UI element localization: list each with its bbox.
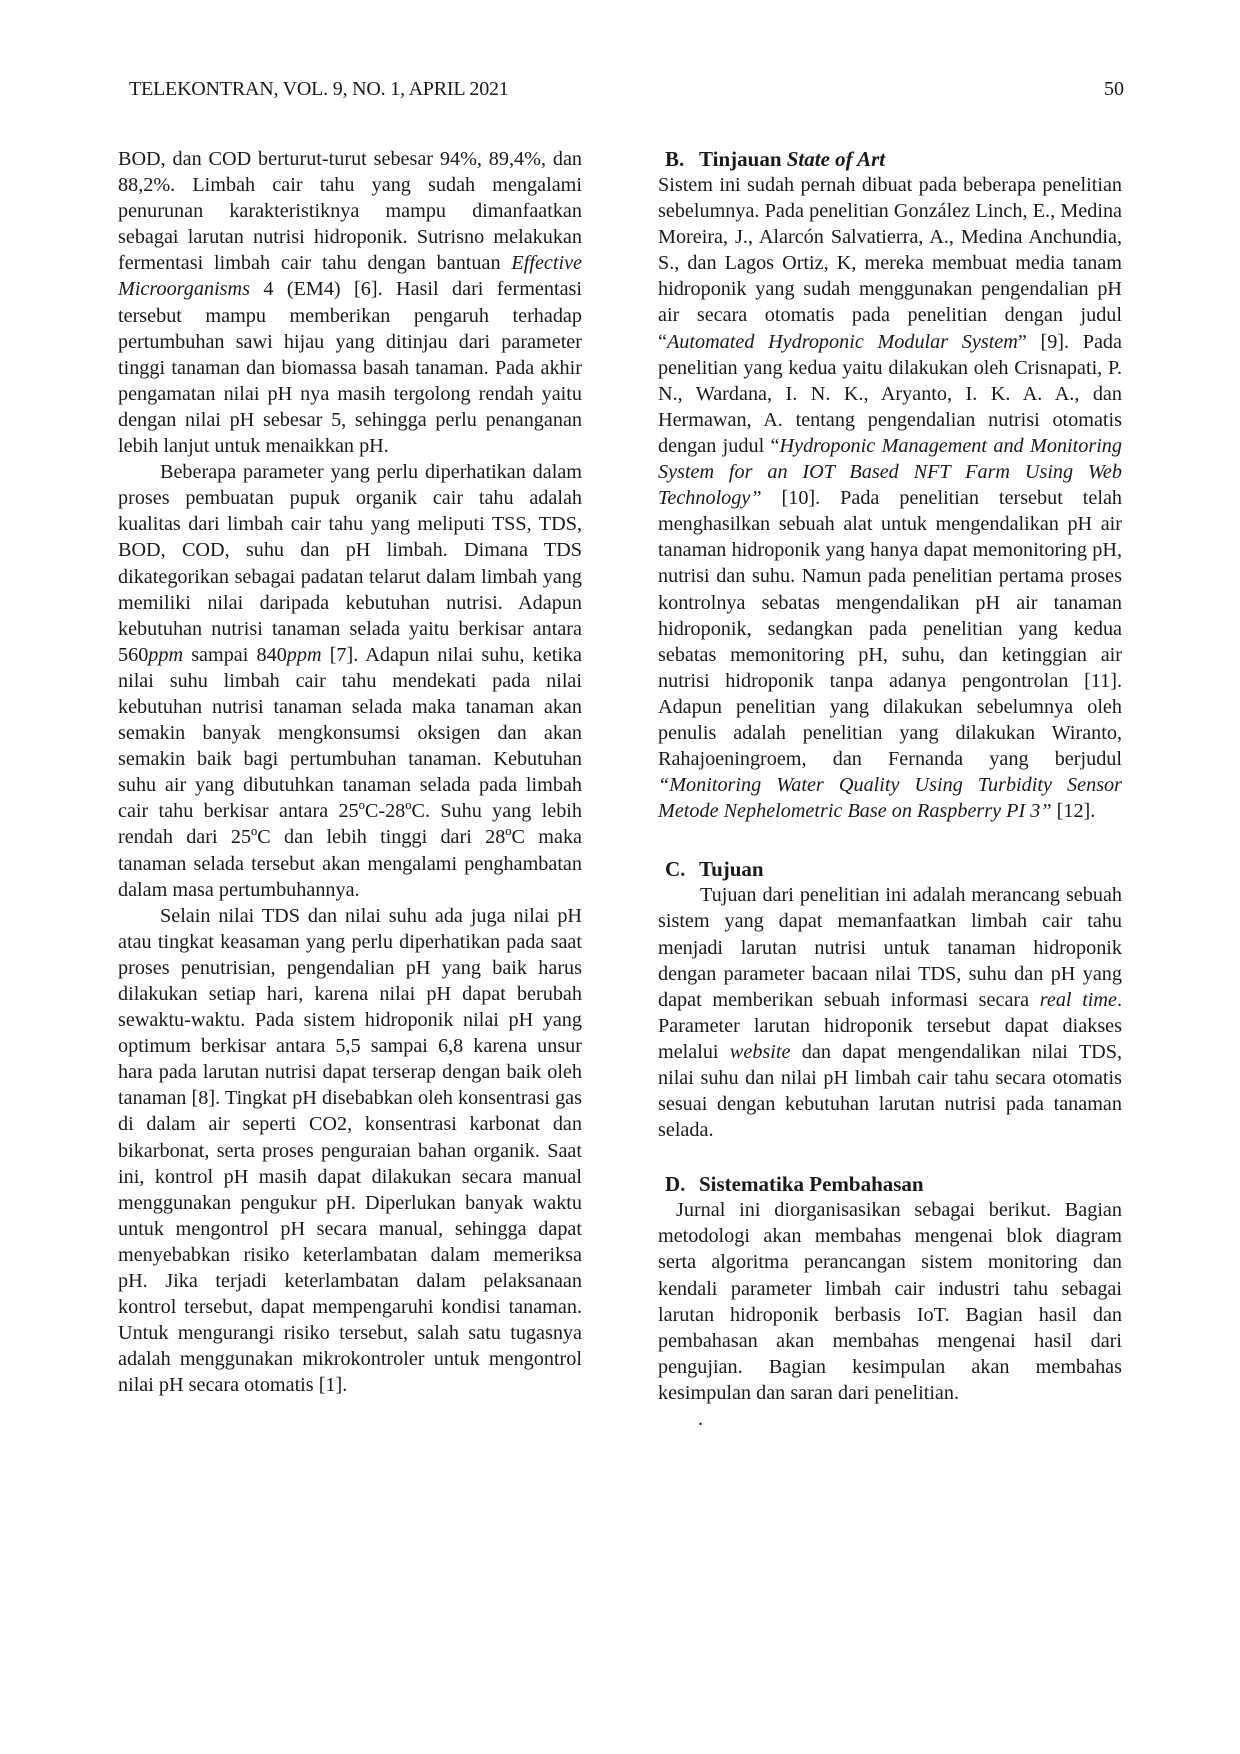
section-heading-b: B.Tinjauan State of Art [665, 147, 886, 171]
right-column: B.Tinjauan State of Art Sistem ini sudah… [658, 146, 1122, 1432]
left-column: BOD, dan COD berturut-turut sebesar 94%,… [118, 146, 582, 1399]
running-header: TELEKONTRAN, VOL. 9, NO. 1, APRIL 2021 5… [129, 74, 1124, 104]
paragraph-sistematika: Jurnal ini diorganisasikan sebagai berik… [658, 1199, 1122, 1404]
paragraph-state-of-art: Sistem ini sudah pernah dibuat pada bebe… [658, 174, 1122, 823]
italic-unit: ppm [148, 643, 184, 666]
italic-unit: ppm [286, 643, 322, 666]
paragraph-tujuan: Tujuan dari penelitian ini adalah meranc… [658, 884, 1123, 1142]
section-heading-d: D.Sistematika Pembahasan [665, 1172, 924, 1197]
paragraph-ph: Selain nilai TDS dan nilai suhu ada juga… [118, 904, 582, 1397]
trailing-dot: . [698, 1408, 704, 1431]
italic-term: Effective Microorganisms [118, 252, 582, 301]
page-number: 50 [1104, 78, 1124, 100]
section-heading-c: C.Tujuan [665, 857, 764, 882]
journal-citation: TELEKONTRAN, VOL. 9, NO. 1, APRIL 2021 [129, 78, 509, 100]
paragraph-parameters: Beberapa parameter yang perlu diperhatik… [118, 461, 583, 901]
paragraph-bod-cod: BOD, dan COD berturut-turut sebesar 94%,… [118, 148, 582, 458]
